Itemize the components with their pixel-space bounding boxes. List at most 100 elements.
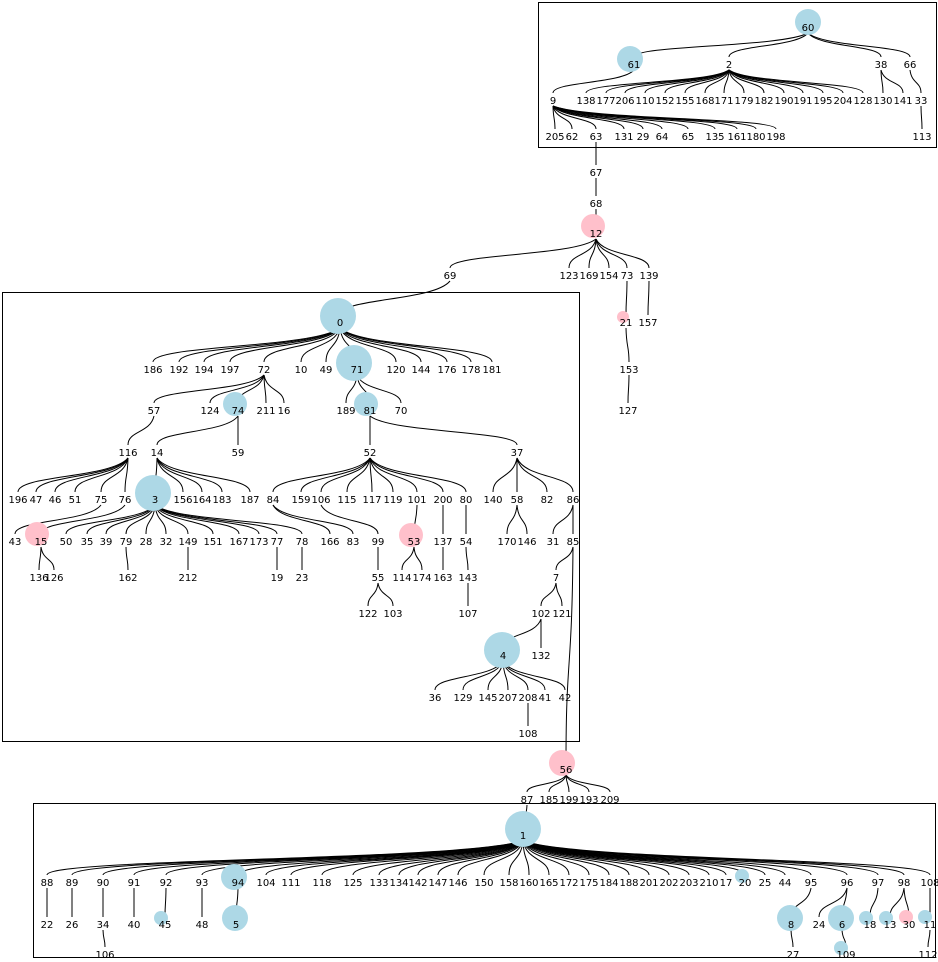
node-label-126[interactable]: 126 [44, 573, 63, 584]
node-label-45[interactable]: 45 [159, 920, 172, 931]
node-label-145[interactable]: 145 [478, 693, 497, 704]
node-label-97[interactable]: 97 [872, 878, 885, 889]
node-56-pink-circle[interactable] [549, 750, 575, 776]
node-label-175[interactable]: 175 [579, 878, 598, 889]
node-label-22[interactable]: 22 [41, 920, 54, 931]
node-label-48[interactable]: 48 [196, 920, 209, 931]
node-label-163[interactable]: 163 [433, 573, 452, 584]
node-label-14[interactable]: 14 [151, 448, 164, 459]
node-21-pink-circle[interactable] [617, 311, 629, 323]
node-label-180[interactable]: 180 [746, 132, 765, 143]
node-label-150[interactable]: 150 [474, 878, 493, 889]
node-label-68[interactable]: 68 [590, 199, 603, 210]
node-53-pink-circle[interactable] [399, 523, 423, 547]
node-label-85[interactable]: 85 [567, 537, 580, 548]
node-label-93[interactable]: 93 [196, 878, 209, 889]
node-label-52[interactable]: 52 [364, 448, 377, 459]
node-label-103[interactable]: 103 [383, 609, 402, 620]
node-label-6[interactable]: 6 [839, 920, 845, 931]
node-8-blue-circle[interactable] [777, 905, 803, 931]
node-label-55[interactable]: 55 [372, 573, 385, 584]
node-label-58[interactable]: 58 [511, 495, 524, 506]
node-label-116[interactable]: 116 [118, 448, 137, 459]
node-3-blue-circle[interactable] [135, 475, 171, 511]
node-label-127[interactable]: 127 [618, 406, 637, 417]
node-label-27[interactable]: 27 [787, 950, 800, 961]
node-label-131[interactable]: 131 [614, 132, 633, 143]
node-label-24[interactable]: 24 [813, 920, 826, 931]
node-label-206[interactable]: 206 [615, 96, 634, 107]
node-label-211[interactable]: 211 [256, 406, 275, 417]
node-label-26[interactable]: 26 [66, 920, 79, 931]
node-label-199[interactable]: 199 [559, 795, 578, 806]
node-label-37[interactable]: 37 [511, 448, 524, 459]
node-label-28[interactable]: 28 [140, 537, 153, 548]
node-0-blue-circle[interactable] [320, 298, 356, 334]
node-label-8[interactable]: 8 [788, 920, 794, 931]
node-label-188[interactable]: 188 [619, 878, 638, 889]
node-label-108[interactable]: 108 [518, 729, 537, 740]
node-label-39[interactable]: 39 [100, 537, 113, 548]
node-label-41[interactable]: 41 [539, 693, 552, 704]
node-label-183[interactable]: 183 [212, 495, 231, 506]
node-label-128[interactable]: 128 [853, 96, 872, 107]
node-label-25[interactable]: 25 [759, 878, 772, 889]
node-label-115[interactable]: 115 [337, 495, 356, 506]
node-label-57[interactable]: 57 [148, 406, 161, 417]
node-label-170[interactable]: 170 [497, 537, 516, 548]
node-1-blue-circle[interactable] [505, 811, 541, 847]
node-label-50[interactable]: 50 [60, 537, 73, 548]
node-label-86[interactable]: 86 [567, 495, 580, 506]
node-label-202[interactable]: 202 [659, 878, 678, 889]
node-label-67[interactable]: 67 [590, 168, 603, 179]
node-label-154[interactable]: 154 [599, 271, 618, 282]
node-label-117[interactable]: 117 [362, 495, 381, 506]
node-label-101[interactable]: 101 [407, 495, 426, 506]
node-label-149[interactable]: 149 [178, 537, 197, 548]
node-label-82[interactable]: 82 [541, 495, 554, 506]
node-30-pink-circle[interactable] [899, 910, 913, 924]
node-label-77[interactable]: 77 [271, 537, 284, 548]
node-label-88[interactable]: 88 [41, 878, 54, 889]
node-label-64[interactable]: 64 [656, 132, 669, 143]
node-label-65[interactable]: 65 [682, 132, 695, 143]
node-label-49[interactable]: 49 [320, 365, 333, 376]
node-label-173[interactable]: 173 [249, 537, 268, 548]
node-label-212[interactable]: 212 [178, 573, 197, 584]
node-label-124[interactable]: 124 [200, 406, 219, 417]
node-label-182[interactable]: 182 [754, 96, 773, 107]
node-label-30[interactable]: 30 [903, 920, 916, 931]
node-label-196[interactable]: 196 [8, 495, 27, 506]
node-label-96[interactable]: 96 [841, 878, 854, 889]
node-label-21[interactable]: 21 [620, 318, 633, 329]
node-label-3[interactable]: 3 [152, 495, 158, 506]
node-label-195[interactable]: 195 [813, 96, 832, 107]
node-61-blue-circle[interactable] [617, 46, 643, 72]
node-label-153[interactable]: 153 [619, 365, 638, 376]
node-label-5[interactable]: 5 [233, 920, 239, 931]
node-label-197[interactable]: 197 [220, 365, 239, 376]
node-label-12[interactable]: 12 [590, 229, 603, 240]
node-label-10[interactable]: 10 [295, 365, 308, 376]
node-label-1[interactable]: 1 [520, 831, 526, 842]
node-label-147[interactable]: 147 [428, 878, 447, 889]
node-label-160[interactable]: 160 [519, 878, 538, 889]
node-label-171[interactable]: 171 [714, 96, 733, 107]
node-label-112[interactable]: 112 [918, 950, 937, 961]
node-label-179[interactable]: 179 [734, 96, 753, 107]
node-label-20[interactable]: 20 [739, 878, 752, 889]
node-label-157[interactable]: 157 [638, 318, 657, 329]
node-label-23[interactable]: 23 [296, 573, 309, 584]
node-label-51[interactable]: 51 [69, 495, 82, 506]
node-label-81[interactable]: 81 [364, 406, 377, 417]
node-label-43[interactable]: 43 [9, 537, 22, 548]
node-label-120[interactable]: 120 [386, 365, 405, 376]
node-label-166[interactable]: 166 [320, 537, 339, 548]
node-label-172[interactable]: 172 [559, 878, 578, 889]
node-label-146b[interactable]: 146 [448, 878, 467, 889]
node-20-blue-circle[interactable] [735, 869, 749, 883]
node-label-158[interactable]: 158 [499, 878, 518, 889]
node-label-155[interactable]: 155 [675, 96, 694, 107]
node-label-208[interactable]: 208 [518, 693, 537, 704]
node-label-123[interactable]: 123 [559, 271, 578, 282]
